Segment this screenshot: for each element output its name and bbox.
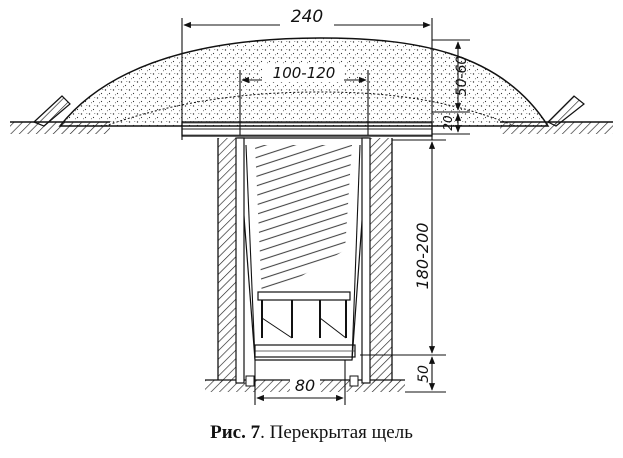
end-stake-left (32, 95, 71, 127)
dim-label-roof-width: 240 (291, 7, 323, 27)
trench-lining (235, 137, 371, 384)
dim-label-slab-thickness: 20 (441, 115, 455, 131)
dim-label-floor-width: 80 (295, 376, 315, 395)
dim-label-cover-thickness: 50-60 (454, 56, 470, 97)
dimension-lines (181, 18, 470, 405)
floor-boards (245, 344, 359, 387)
caption-separator: . (260, 422, 270, 443)
dim-label-bottom-depth: 50 (416, 365, 432, 383)
covered-trench-diagram: 240 100-120 50-60 20 180-200 50 80 (10, 7, 613, 405)
dim-label-opening-width: 100-120 (273, 64, 336, 82)
caption-label: Рис. 7 (210, 422, 261, 443)
figure-caption: Рис. 7. Перекрытая щель (0, 422, 623, 444)
bench (257, 291, 351, 339)
caption-title: Перекрытая щель (269, 422, 413, 443)
roof-slab (181, 121, 433, 137)
dim-label-trench-depth: 180-200 (413, 223, 432, 290)
end-stake-right (546, 95, 585, 127)
